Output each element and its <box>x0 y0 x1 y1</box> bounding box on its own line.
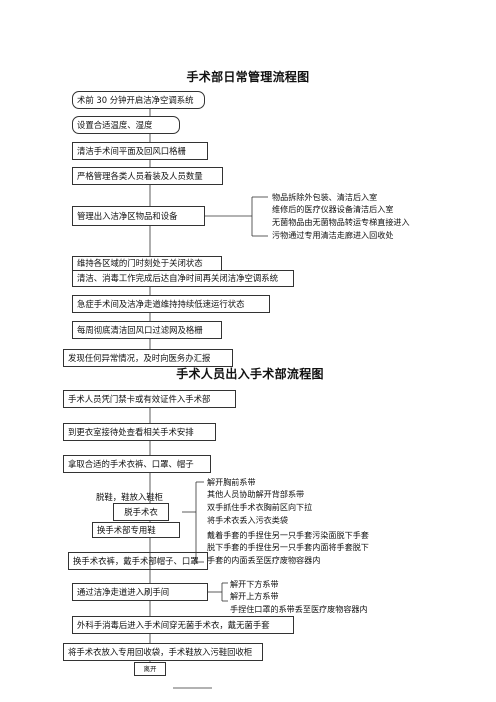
gown-note-3: 双手抓住手术衣胸前区向下拉 <box>207 502 313 512</box>
flow2-step-7: 通过洁净走道进入刷手间 <box>72 583 208 601</box>
gown-note-1: 解开胸前系带 <box>207 477 256 487</box>
flow1-step-6: 维持各区域的门时刻处于关闭状态 <box>72 256 222 270</box>
gown-note-2: 其他人员协助解开背部系带 <box>207 489 305 499</box>
gown-note-4: 将手术衣丢入污衣类袋 <box>207 515 288 525</box>
flow1-step-5: 管理出入洁净区物品和设备 <box>72 206 205 226</box>
flow2-step-3: 拿取合适的手术衣裤、口罩、帽子 <box>63 455 211 473</box>
flow2-step-4: 脱鞋，鞋放入鞋柜 <box>96 492 163 503</box>
flow1-item-note-4: 污物通过专用清洁走廊进入回收处 <box>272 230 394 240</box>
flow2-title: 手术人员出入手术部流程图 <box>176 367 324 381</box>
flow1-item-note-2: 维修后的医疗仪器设备清洁后入室 <box>272 204 394 214</box>
flow1-step-3: 清洁手术间平面及回风口格栅 <box>72 142 208 160</box>
flow1-step-2: 设置合适温度、湿度 <box>72 116 180 134</box>
mask-note-3: 手捏住口罩的系带丢至医疗废物容器内 <box>230 604 368 614</box>
exit-box: 离开 <box>134 662 166 676</box>
flow1-step-4: 严格管理各类人员着装及人员数量 <box>72 167 223 185</box>
glove-note-2: 脱下手套的手捏住另一只手套内面将手套脱下 <box>207 542 369 552</box>
flow1-step-10: 发现任何异常情况，及时向医务办汇报 <box>63 349 233 367</box>
flow1-step-7: 清洁、消毒工作完成后达自净时间再关闭洁净空调系统 <box>72 270 294 287</box>
flow1-step-8: 急症手术间及洁净走道维持持续低速运行状态 <box>72 295 270 313</box>
flow2-step-5: 换手术部专用鞋 <box>92 522 180 538</box>
flow1-item-note-1: 物品拆除外包装、清洁后入室 <box>272 192 378 202</box>
flow2-step-8: 外科手消毒后进入手术间穿无菌手术衣，戴无菌手套 <box>72 616 294 634</box>
flow1-title: 手术部日常管理流程图 <box>186 70 310 84</box>
mask-note-1: 解开下方系带 <box>230 579 279 589</box>
mask-note-2: 解开上方系带 <box>230 591 279 601</box>
flow2-step-9: 将手术衣放入专用回收袋，手术鞋放入污鞋回收柜 <box>63 643 263 661</box>
glove-note-1: 戴着手套的手捏住另一只手套污染面脱下手套 <box>207 530 369 540</box>
flow2-step-6: 换手术衣裤，戴手术部帽子、口罩 <box>68 552 208 570</box>
remove-gown-box: 脱手术衣 <box>113 503 169 521</box>
flow1-step-1: 术前 30 分钟开启洁净空调系统 <box>72 91 205 109</box>
flow2-step-2: 到更衣室接待处查看相关手术安排 <box>63 423 216 441</box>
flow1-step-9: 每周彻底清洁回风口过滤网及格栅 <box>72 321 222 339</box>
flow1-item-note-3: 无菌物品由无菌物品转运专梯直接进入 <box>272 217 410 227</box>
glove-note-3: 手套的内面丢至医疗废物容器内 <box>207 555 321 565</box>
flow2-step-1: 手术人员凭门禁卡或有效证件入手术部 <box>63 390 236 408</box>
